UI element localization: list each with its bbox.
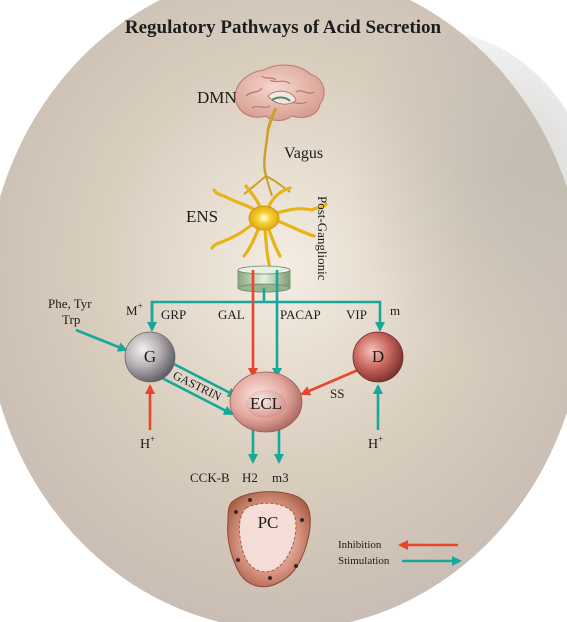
vip-label: VIP bbox=[346, 307, 367, 322]
gastrin-arrow-2 bbox=[161, 376, 234, 416]
m3-label: m3 bbox=[272, 470, 289, 485]
g-cell-label: G bbox=[144, 347, 156, 366]
amino-acid-arrow bbox=[75, 328, 128, 352]
pacap-label: PACAP bbox=[280, 307, 321, 322]
somatostatin-arrow bbox=[300, 368, 359, 396]
ss-label: SS bbox=[330, 386, 344, 401]
cckb-label: CCK-B bbox=[190, 470, 230, 485]
stimulation-network bbox=[75, 270, 385, 464]
post-ganglionic-label: Post-Ganglionic bbox=[315, 196, 330, 281]
svg-text:✳: ✳ bbox=[260, 213, 268, 224]
trp-label: Trp bbox=[62, 312, 80, 327]
vagus-label: Vagus bbox=[284, 145, 323, 162]
dmn-label: DMN bbox=[197, 88, 237, 107]
phe-tyr-label: Phe, Tyr bbox=[48, 296, 92, 311]
background-shadow bbox=[260, 30, 567, 430]
ecl-cell-label: ECL bbox=[250, 394, 282, 413]
brain-illustration bbox=[234, 64, 325, 131]
legend-inhibition-label: Inhibition bbox=[338, 539, 382, 551]
ens-label: ENS bbox=[186, 207, 218, 226]
pc-label: PC bbox=[258, 513, 279, 532]
d-cell: D bbox=[352, 331, 404, 383]
diagram-title: Regulatory Pathways of Acid Secretion bbox=[125, 17, 442, 38]
gal-label: GAL bbox=[218, 307, 245, 322]
g-cell: G bbox=[124, 331, 176, 383]
parietal-cell: PC bbox=[227, 491, 311, 588]
ens-neuron: ✳ bbox=[210, 184, 328, 270]
grp-label: GRP bbox=[161, 307, 186, 322]
vagus-branches bbox=[243, 175, 291, 197]
m-plus-label: M+ bbox=[126, 301, 143, 318]
vagus-nerve bbox=[263, 129, 270, 177]
h-plus-right-label: H+ bbox=[368, 434, 383, 452]
ecl-cell: ECL bbox=[229, 371, 303, 433]
legend-stimulation-label: Stimulation bbox=[338, 555, 390, 567]
d-cell-label: D bbox=[372, 347, 384, 366]
legend: Inhibition Stimulation bbox=[338, 539, 462, 567]
m-label: m bbox=[390, 303, 400, 318]
gastrin-arrow-1 bbox=[169, 360, 238, 398]
h-plus-left-label: H+ bbox=[140, 434, 155, 452]
h2-label: H2 bbox=[242, 470, 258, 485]
